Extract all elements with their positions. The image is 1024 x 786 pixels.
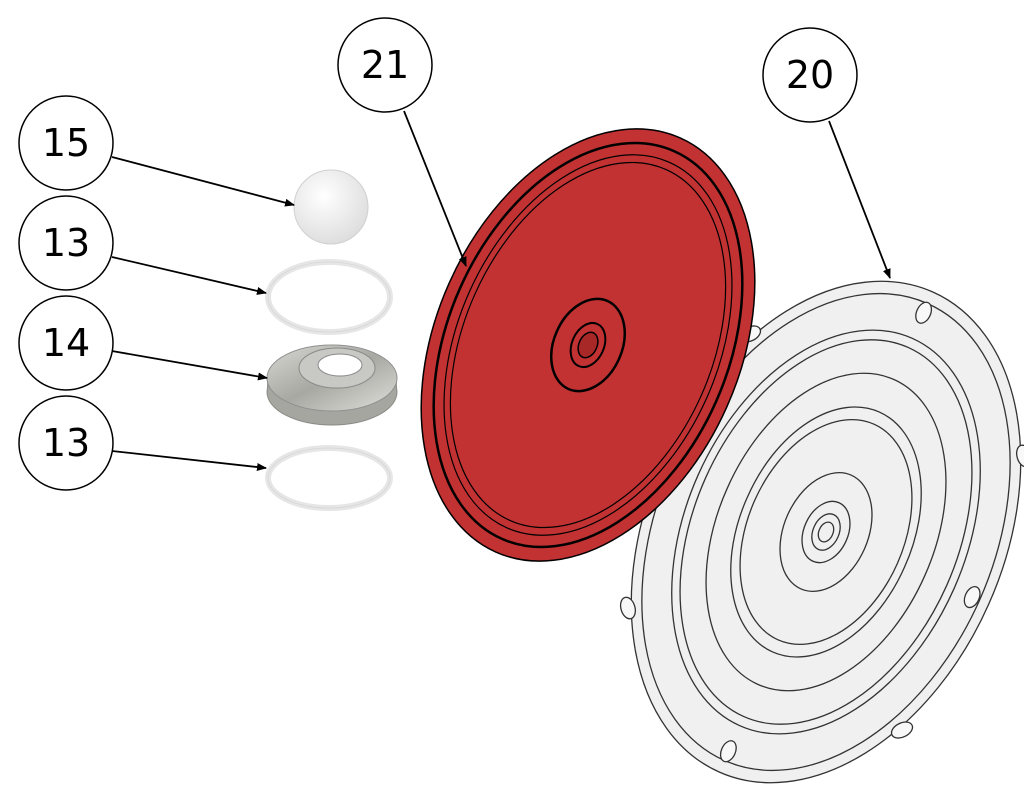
balloon-15: 15 xyxy=(18,95,114,191)
leader-13-upper xyxy=(111,256,267,295)
leader-20 xyxy=(828,120,891,279)
balloon-20: 20 xyxy=(762,27,858,123)
balloon-label: 21 xyxy=(361,43,409,87)
washer xyxy=(266,344,398,426)
leader-13-lower xyxy=(111,450,267,471)
balloon-13-upper: 13 xyxy=(18,195,114,291)
balloon-label: 15 xyxy=(42,121,90,165)
red-diaphragm xyxy=(420,128,756,562)
balloon-label: 13 xyxy=(42,221,90,265)
seat-ring-lower xyxy=(265,445,393,511)
balloon-14: 14 xyxy=(18,295,114,391)
grey-diaphragm xyxy=(619,280,1024,784)
leader-21 xyxy=(403,110,467,267)
balloon-21: 21 xyxy=(337,17,433,113)
balloon-label: 20 xyxy=(786,53,834,97)
balloon-13-lower: 13 xyxy=(18,395,114,491)
ball xyxy=(293,169,369,245)
balloon-label: 14 xyxy=(42,321,90,365)
leader-15 xyxy=(111,156,295,207)
balloon-label: 13 xyxy=(42,421,90,465)
seat-ring-upper xyxy=(265,259,393,335)
leader-14 xyxy=(111,350,268,381)
